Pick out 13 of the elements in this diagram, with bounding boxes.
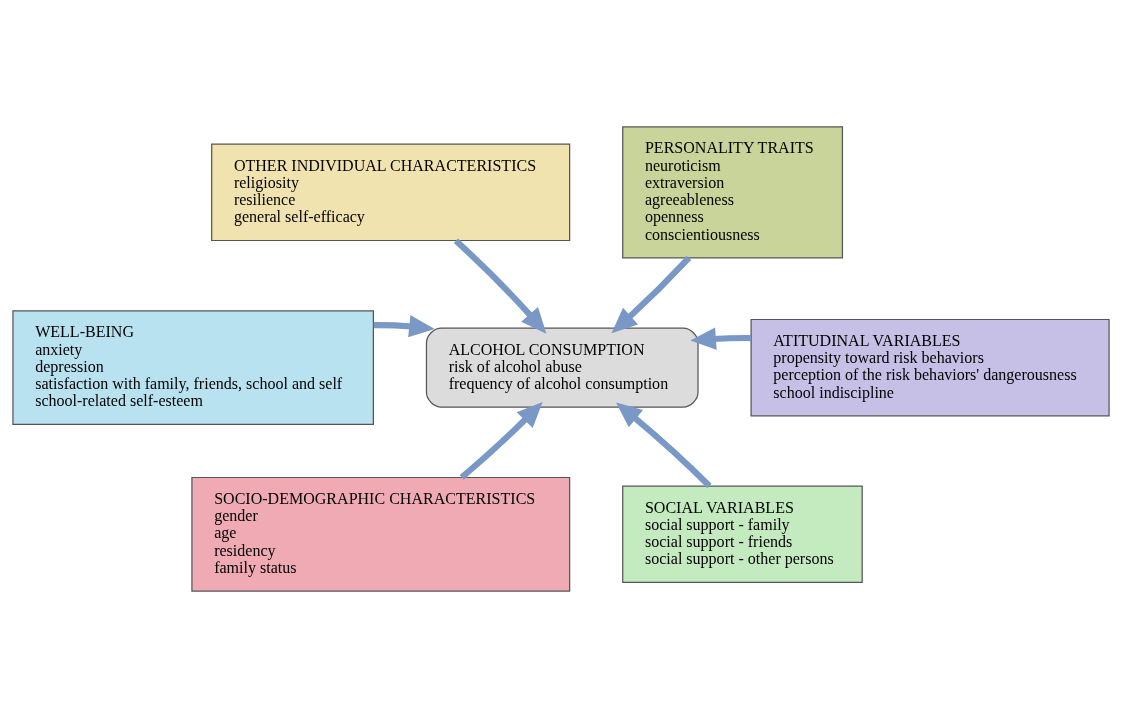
node-box: SOCIAL VARIABLES social support - family social support - friends social support - other persons bbox=[622, 485, 863, 584]
node-box: WELL-BEING anxiety depression satisfaction with family, friends, school and self school-related self-esteem bbox=[12, 310, 374, 426]
arrow bbox=[611, 255, 692, 334]
arrow bbox=[690, 327, 752, 350]
node-box: SOCIO-DEMOGRAPHIC CHARACTERISTICS gender age residency family status bbox=[191, 476, 571, 592]
arrow bbox=[453, 238, 547, 334]
node-box: ALCOHOL CONSUMPTION risk of alcohol abuse frequency of alcohol consumption bbox=[425, 327, 699, 408]
arrow bbox=[373, 315, 435, 338]
arrow bbox=[616, 402, 712, 489]
node-box: OTHER INDIVIDUAL CHARACTERISTICS religiosity resilience general self-efficacy bbox=[211, 143, 571, 242]
node-box: ATITUDINAL VARIABLES propensity toward risk behaviors perception of the risk behaviors' dangerousness school indiscipline bbox=[750, 318, 1110, 417]
arrow bbox=[459, 401, 543, 480]
node-box: PERSONALITY TRAITS neuroticism extraversion agreeableness openness conscientiousness bbox=[622, 126, 844, 259]
